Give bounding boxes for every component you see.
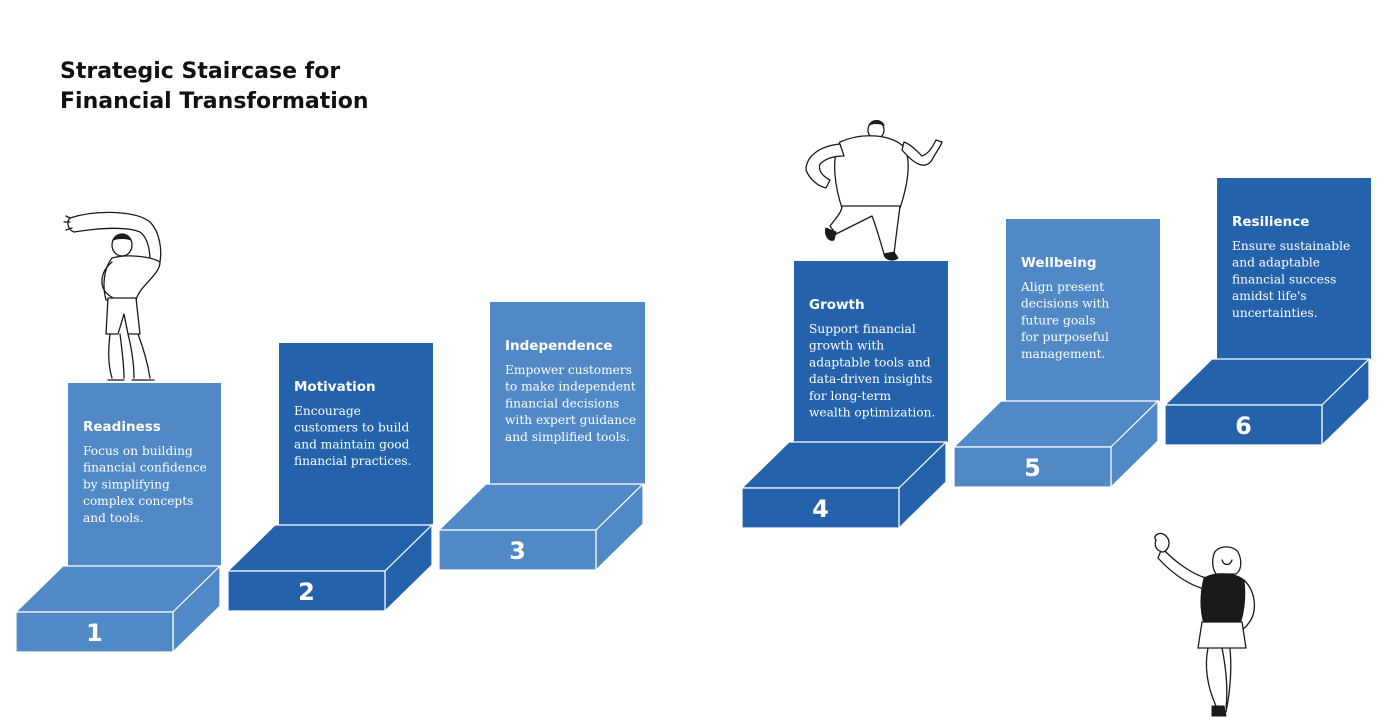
step-description-line: data-driven insights — [809, 372, 932, 386]
step-block-front — [741, 487, 900, 529]
step-description-line: amidst life's — [1232, 289, 1307, 303]
step-description-line: and simplified tools. — [505, 430, 630, 444]
step-panel — [68, 383, 221, 566]
step-panel — [1006, 219, 1160, 401]
step-title: Readiness — [83, 419, 161, 435]
step-description-line: Align present — [1020, 280, 1104, 294]
step-description-line: for long-term — [809, 389, 891, 403]
stretching-person-icon — [63, 211, 162, 381]
step-title: Wellbeing — [1021, 255, 1097, 271]
step-description-line: Encourage — [294, 404, 361, 418]
step-description-line: complex concepts — [83, 494, 193, 508]
step-description-line: wealth optimization. — [809, 406, 935, 420]
step-description-line: Empower customers — [505, 363, 632, 377]
step-panel — [794, 261, 948, 442]
step-title: Motivation — [294, 379, 376, 395]
step-description-line: and maintain good — [294, 437, 410, 451]
page-title-line: Financial Transformation — [60, 89, 369, 114]
step-description-line: Focus on building — [83, 444, 193, 458]
step-description-line: with expert guidance — [505, 413, 636, 427]
step-title: Growth — [809, 297, 865, 313]
step-description-line: financial success — [1232, 272, 1336, 286]
page-title-line: Strategic Staircase for — [60, 59, 340, 84]
step-block-front — [438, 529, 597, 571]
waving-person-icon — [1154, 532, 1255, 717]
step-panel — [279, 343, 433, 525]
step-title: Independence — [505, 338, 612, 354]
step-number: 1 — [86, 619, 103, 647]
step-description-line: and tools. — [83, 511, 143, 525]
step-description-line: future goals — [1021, 313, 1096, 327]
step-description-line: management. — [1021, 347, 1105, 361]
step-description-line: financial practices. — [294, 454, 412, 468]
step-description-line: growth with — [809, 339, 884, 353]
step-description-line: uncertainties. — [1232, 306, 1318, 320]
step-description-line: adaptable tools and — [809, 355, 931, 369]
step-number: 5 — [1024, 454, 1041, 482]
step-description-line: financial confidence — [83, 461, 207, 475]
step-number: 3 — [509, 537, 526, 565]
step-number: 6 — [1235, 412, 1252, 440]
step-description-line: and adaptable — [1232, 256, 1320, 270]
step-description-line: customers to build — [294, 421, 409, 435]
step-description-line: Ensure sustainable — [1232, 239, 1350, 253]
step-title: Resilience — [1232, 214, 1309, 230]
step-number: 2 — [298, 578, 315, 606]
step-block-front — [15, 611, 174, 653]
step-description-line: Support financial — [809, 322, 916, 336]
step-description-line: by simplifying — [83, 477, 170, 491]
step-panel — [490, 302, 645, 484]
step-number: 4 — [812, 495, 829, 523]
step-description-line: to make independent — [505, 380, 636, 394]
step-block-front — [1164, 404, 1323, 446]
step-description-line: for purposeful — [1021, 330, 1109, 344]
step-panel — [1217, 178, 1371, 359]
step-description-line: decisions with — [1021, 297, 1109, 311]
step-block-front — [227, 570, 386, 612]
step-block-front — [953, 446, 1112, 488]
step-description-line: financial decisions — [505, 396, 619, 410]
running-person-icon — [805, 120, 943, 261]
